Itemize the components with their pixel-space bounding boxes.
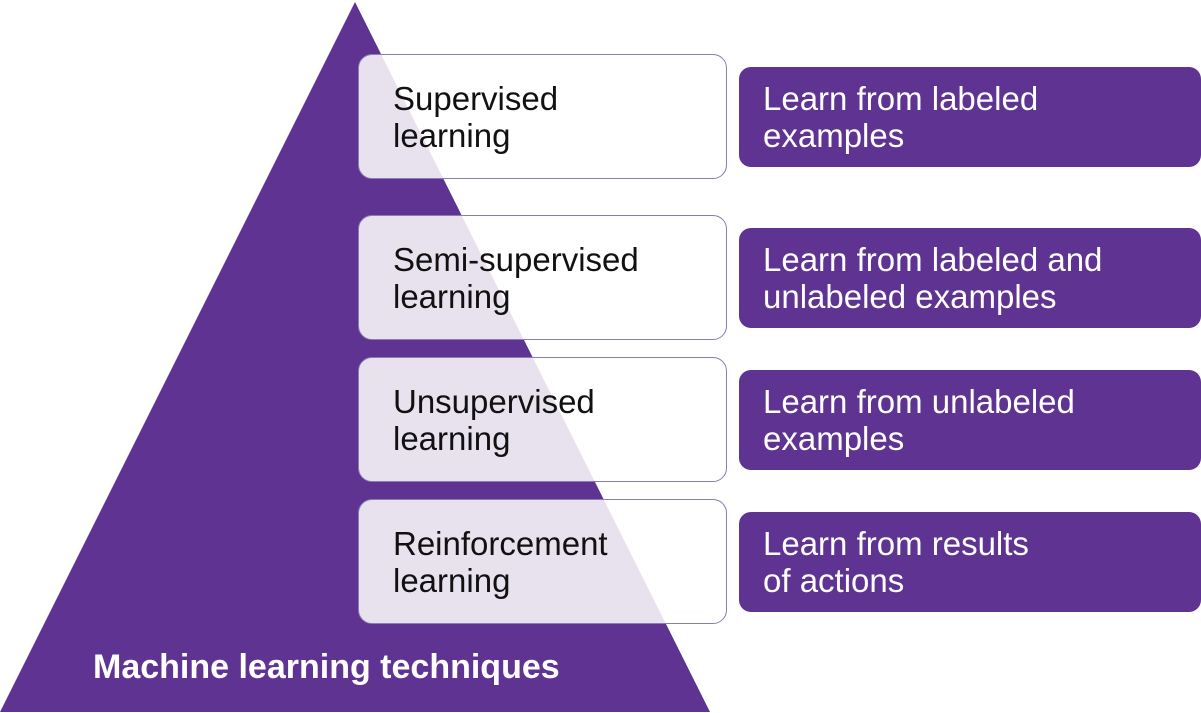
technique-label: Semi-supervised learning: [393, 240, 639, 315]
technique-label: Unsupervised learning: [393, 382, 595, 457]
description-box-reinforcement: Learn from results of actions: [739, 512, 1201, 612]
description-label: Learn from labeled examples: [763, 80, 1039, 154]
description-box-supervised: Learn from labeled examples: [739, 67, 1201, 167]
description-label: Learn from results of actions: [763, 525, 1029, 599]
technique-label: Supervised learning: [393, 79, 559, 154]
technique-label: Reinforcement learning: [393, 524, 608, 599]
description-box-unsupervised: Learn from unlabeled examples: [739, 370, 1201, 470]
pyramid-title: Machine learning techniques: [93, 648, 560, 686]
description-label: Learn from unlabeled examples: [763, 383, 1075, 457]
technique-box-supervised: Supervised learning: [358, 54, 727, 179]
technique-box-unsupervised: Unsupervised learning: [358, 357, 727, 482]
description-label: Learn from labeled and unlabeled example…: [763, 241, 1103, 315]
description-box-semi-supervised: Learn from labeled and unlabeled example…: [739, 228, 1201, 328]
technique-box-semi-supervised: Semi-supervised learning: [358, 215, 727, 340]
technique-box-reinforcement: Reinforcement learning: [358, 499, 727, 624]
